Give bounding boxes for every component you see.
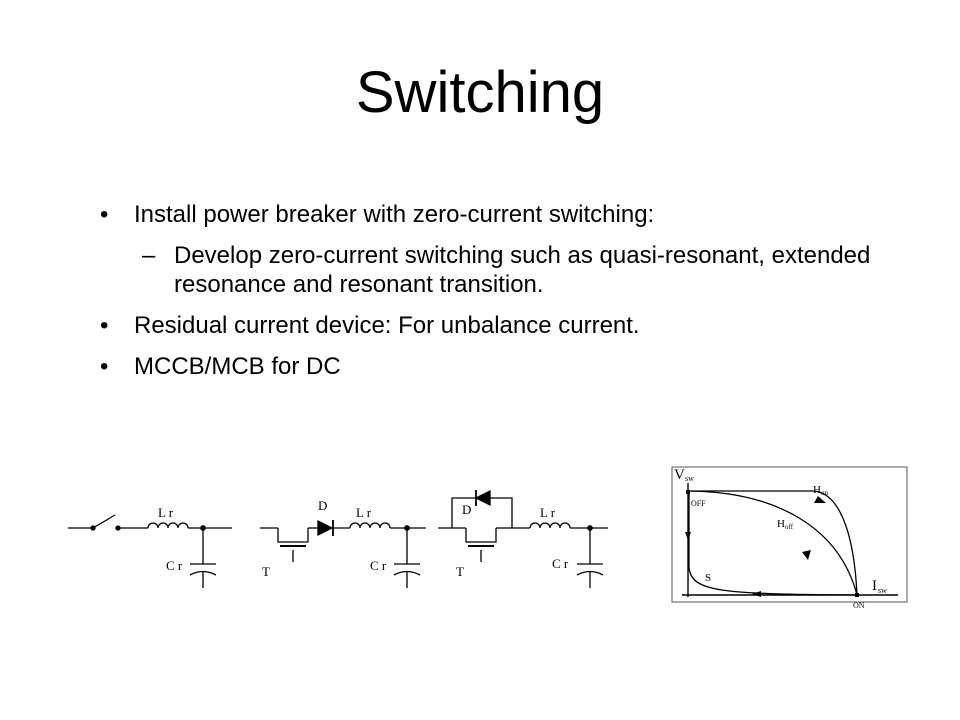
transistor-label: T: [456, 564, 464, 579]
inductor-icon: [349, 522, 391, 529]
bullet-dot-icon: •: [100, 312, 109, 339]
arrow-icon: [752, 591, 761, 597]
bullet-text: Residual current device: For unbalance c…: [134, 312, 640, 339]
bullet-dot-icon: •: [100, 201, 109, 228]
off-label: OFF: [691, 499, 706, 508]
bullet-item: • Install power breaker with zero-curren…: [100, 200, 880, 229]
y-axis-label: V: [674, 467, 685, 483]
bullet-dot-icon: •: [100, 353, 109, 380]
y-axis-sub: sw: [685, 474, 694, 483]
s-path: [688, 493, 858, 596]
transistor-label: T: [262, 564, 270, 579]
h-on-label: H: [813, 484, 821, 496]
dash-bullet-icon: –: [142, 242, 156, 269]
arrow-icon: [802, 550, 811, 560]
h-off-sub: off: [785, 523, 794, 531]
arrow-icon: [814, 496, 826, 503]
diode-icon: [317, 519, 334, 537]
transistor-icon: [465, 528, 497, 543]
bullet-item: • Residual current device: For unbalance…: [100, 311, 880, 340]
capacitor-label: C r: [552, 556, 569, 571]
h-on-path: [689, 490, 858, 596]
sub-bullet-text: Develop zero-current switching such as q…: [174, 242, 871, 298]
capacitor-label: C r: [166, 558, 183, 573]
bullet-text: Install power breaker with zero-current …: [134, 201, 655, 228]
on-label: ON: [853, 601, 865, 610]
h-off-path: [688, 490, 858, 596]
arrow-icon: [685, 532, 691, 540]
circuit-transistor-diode: D L r C r T: [260, 498, 426, 588]
inductor-label: L r: [540, 505, 556, 520]
h-off-label: H: [777, 518, 785, 530]
diode-label: D: [318, 498, 327, 513]
x-axis-label: I: [872, 578, 877, 594]
inductor-icon: [147, 522, 189, 529]
switching-trajectory: V sw I sw OFF ON H on H off S: [671, 466, 908, 610]
sub-bullet-item: – Develop zero-current switching such as…: [100, 241, 880, 299]
x-axis-sub: sw: [878, 586, 887, 595]
diode-icon: [474, 489, 491, 507]
inductor-label: L r: [356, 505, 372, 520]
bullet-item: • MCCB/MCB for DC: [100, 352, 880, 381]
h-on-sub: on: [821, 489, 829, 497]
circuit-transistor-parallel-diode: D L r C r T: [438, 489, 608, 588]
slide-title: Switching: [355, 60, 605, 125]
transistor-icon: [277, 528, 309, 543]
capacitor-label: C r: [370, 558, 387, 573]
trajectory-frame: [671, 466, 908, 603]
bullet-text: MCCB/MCB for DC: [134, 353, 341, 380]
bullet-list: • Install power breaker with zero-curren…: [100, 200, 880, 393]
inductor-label: L r: [158, 505, 174, 520]
inductor-icon: [529, 522, 571, 529]
s-label: S: [705, 572, 711, 584]
diode-label: D: [462, 502, 471, 517]
circuit-switch: L r C r: [68, 505, 232, 588]
